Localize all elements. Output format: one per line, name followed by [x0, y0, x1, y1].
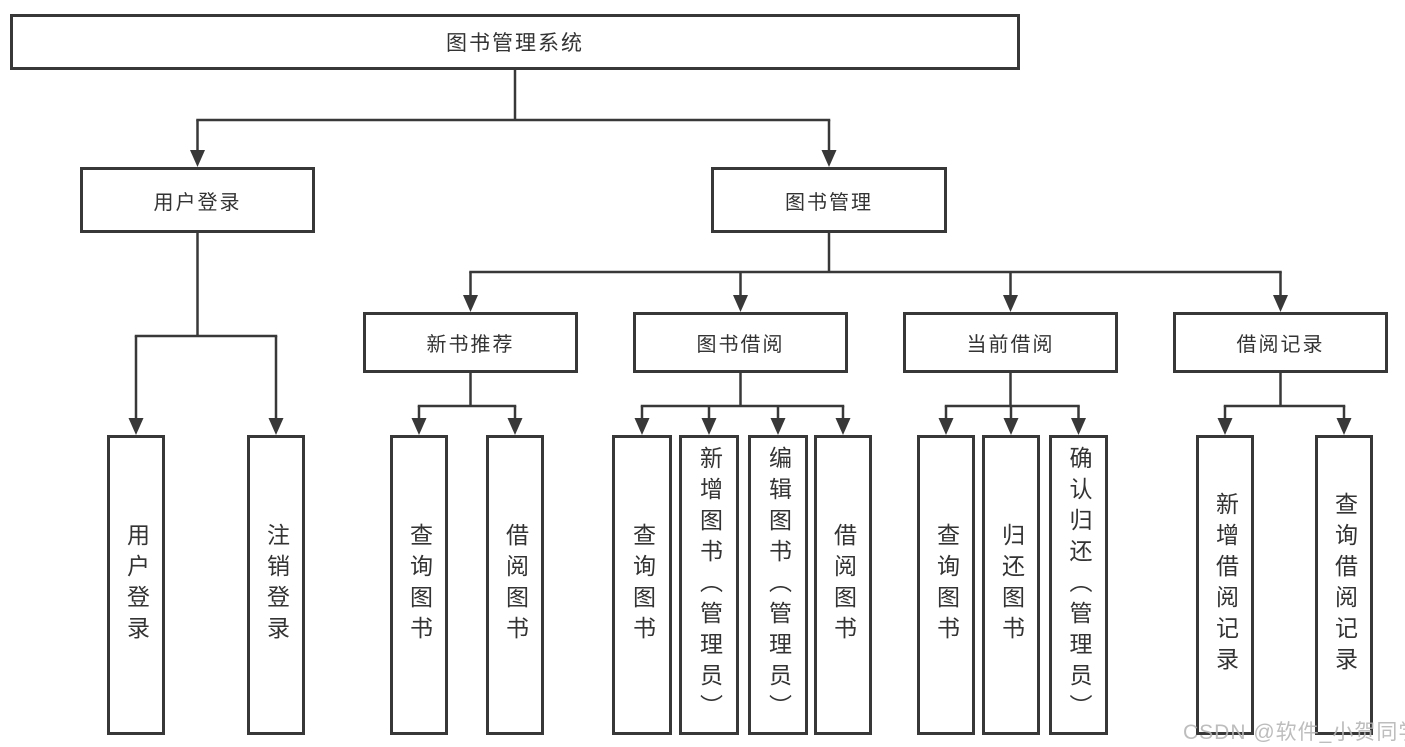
node-bw-add-book: 新增图书（管理员） [679, 435, 739, 735]
node-rec-add-record: 新增借阅记录 [1196, 435, 1254, 735]
node-label: 借阅图书 [830, 523, 857, 647]
node-label: 用户登录 [153, 191, 242, 214]
node-borrow-records: 借阅记录 [1173, 312, 1388, 373]
node-label: 图书管理 [785, 191, 873, 214]
node-rec-query-record: 查询借阅记录 [1315, 435, 1373, 735]
node-bw-borrow-book: 借阅图书 [814, 435, 872, 735]
node-label: 新增借阅记录 [1212, 492, 1239, 678]
node-label: 查询图书 [629, 523, 656, 647]
node-user-login-menu: 用户登录 [80, 167, 315, 233]
node-book-mgmt-menu: 图书管理 [711, 167, 947, 233]
node-cur-confirm-return: 确认归还（管理员） [1049, 435, 1108, 735]
node-book-borrow: 图书借阅 [633, 312, 848, 373]
node-leaf-user-login: 用户登录 [107, 435, 165, 735]
node-bw-edit-book: 编辑图书（管理员） [748, 435, 808, 735]
node-label: 注销登录 [263, 523, 290, 647]
node-label: 编辑图书（管理员） [765, 445, 792, 725]
node-label: 确认归还（管理员） [1066, 445, 1092, 725]
node-label: 归还图书 [998, 523, 1025, 647]
node-label: 查询图书 [406, 523, 433, 647]
node-current-borrow: 当前借阅 [903, 312, 1118, 373]
node-label: 新书推荐 [426, 334, 515, 356]
node-nb-borrow-book: 借阅图书 [486, 435, 544, 735]
node-leaf-logout: 注销登录 [247, 435, 305, 735]
node-label: 用户登录 [123, 523, 150, 647]
node-bw-query-book: 查询图书 [612, 435, 672, 735]
node-label: 借阅图书 [502, 523, 529, 647]
node-label: 当前借阅 [966, 334, 1055, 356]
node-nb-query-book: 查询图书 [390, 435, 448, 735]
node-label: 新增图书（管理员） [696, 445, 723, 725]
node-label: 查询借阅记录 [1331, 492, 1358, 678]
node-label: 图书管理系统 [446, 32, 584, 55]
watermark: CSDN @软件_小贺同学 [1183, 721, 1405, 744]
node-root: 图书管理系统 [10, 14, 1020, 70]
node-cur-return-book: 归还图书 [982, 435, 1040, 735]
node-cur-query-book: 查询图书 [917, 435, 975, 735]
node-label: 图书借阅 [696, 334, 785, 356]
node-label: 借阅记录 [1236, 334, 1325, 356]
node-label: 查询图书 [933, 523, 960, 647]
node-new-book-rec: 新书推荐 [363, 312, 578, 373]
